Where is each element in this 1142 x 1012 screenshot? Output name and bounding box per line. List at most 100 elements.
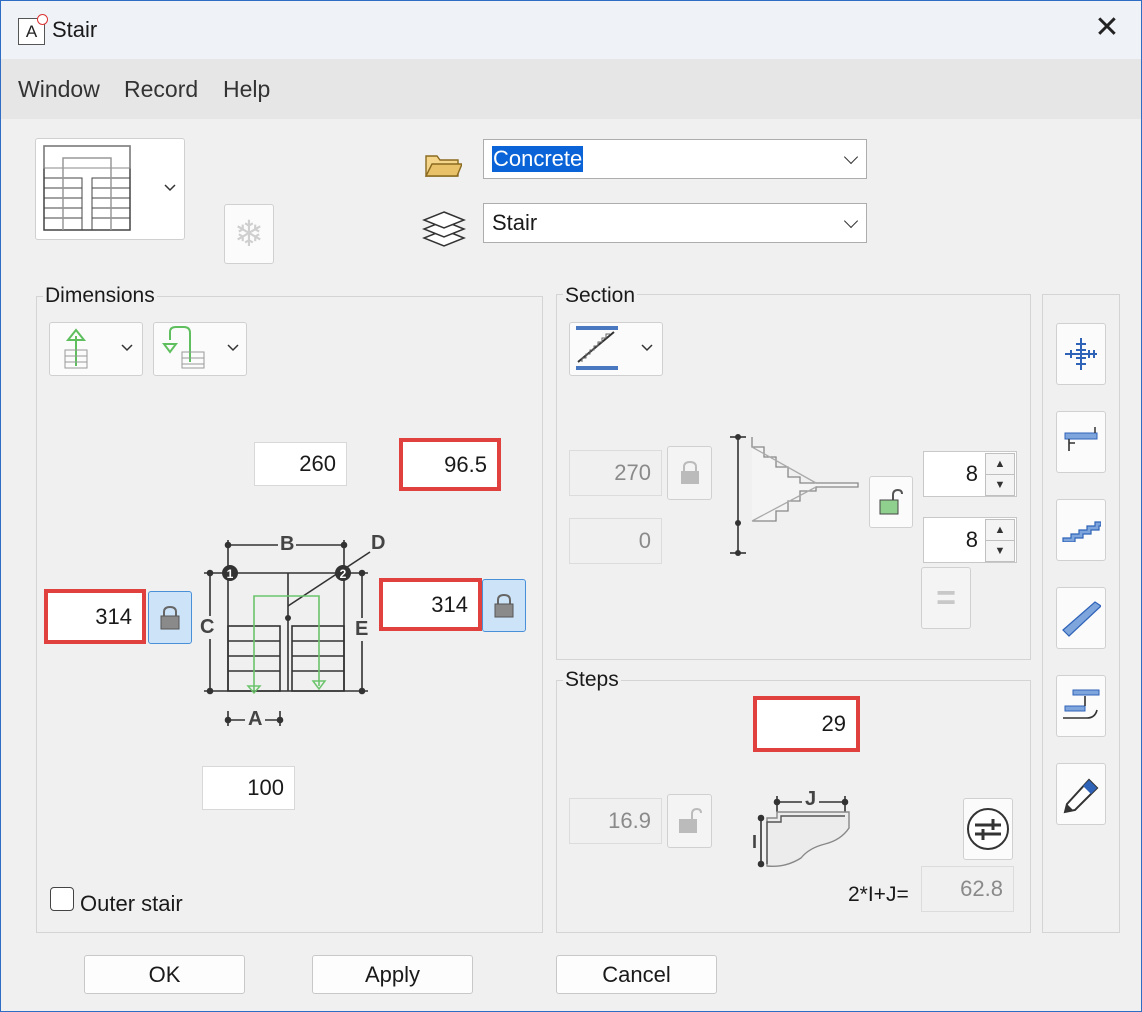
step-settings-button[interactable] (963, 798, 1013, 860)
turn-direction-dropdown[interactable] (153, 322, 247, 376)
dimensions-group (36, 296, 543, 933)
tool-landing-button[interactable] (1056, 411, 1106, 473)
steps-down-spinner[interactable]: 8 ▲ ▼ (923, 517, 1017, 563)
chevron-down-icon (843, 149, 859, 165)
steps-up-increment[interactable]: ▲ (985, 453, 1015, 475)
unlock-steps-button[interactable] (869, 476, 913, 528)
steps-down-value: 8 (965, 527, 978, 552)
lock-e-button[interactable] (482, 579, 526, 632)
close-icon[interactable]: ✕ (1094, 11, 1120, 44)
section-title: Section (563, 284, 638, 308)
section-group (556, 294, 1031, 660)
label-d: D (371, 532, 386, 554)
folder-icon (424, 148, 464, 185)
section-height-input[interactable]: 270 (569, 450, 662, 496)
layer-combo[interactable]: Stair (483, 203, 867, 243)
ramp-icon (1062, 601, 1101, 637)
outer-stair-checkbox[interactable] (50, 887, 74, 911)
riser-height-input[interactable]: 16.9 (569, 798, 662, 844)
steps-down-decrement[interactable]: ▼ (985, 540, 1015, 562)
steps-title: Steps (563, 668, 621, 692)
tool-stringer-button[interactable] (1056, 675, 1106, 737)
menu-help[interactable]: Help (223, 76, 271, 102)
lock-icon (494, 593, 514, 617)
tool-column (1042, 294, 1120, 933)
tool-grid-button[interactable] (1056, 323, 1106, 385)
app-icon: A (18, 14, 48, 45)
dimension-b-input[interactable]: 260 (254, 442, 347, 486)
dimension-e-input[interactable]: 314 (379, 578, 482, 631)
dimension-b-value: 260 (299, 451, 336, 476)
stair-up-arrow-icon (64, 328, 133, 369)
section-offset-input[interactable]: 0 (569, 518, 662, 564)
dimension-c-input[interactable]: 314 (44, 589, 146, 644)
dimension-e-value: 314 (431, 591, 468, 617)
label-e: E (355, 618, 369, 641)
steps-group (556, 680, 1031, 933)
pencil-icon (1063, 778, 1099, 814)
chevron-down-icon (843, 213, 859, 229)
title-bar (1, 1, 1141, 59)
crosshair-axis-icon (1065, 338, 1097, 370)
unlock-icon (879, 488, 903, 515)
dimension-c-value: 314 (95, 603, 132, 629)
window-title: Stair (52, 17, 98, 42)
section-height-value: 270 (614, 460, 651, 485)
landing-icon (1064, 427, 1098, 451)
steps-up-spinner[interactable]: 8 ▲ ▼ (923, 451, 1017, 497)
dimension-d-value: 96.5 (444, 451, 487, 477)
lock-height-button[interactable] (667, 446, 712, 500)
layers-icon (421, 206, 467, 255)
dimensions-title: Dimensions (43, 284, 157, 308)
label-j: J (802, 788, 820, 811)
dimension-a-input[interactable]: 100 (202, 766, 295, 810)
riser-height-value: 16.9 (608, 808, 651, 833)
u-stair-icon (43, 145, 176, 231)
step-profile-diagram (757, 796, 850, 868)
stairs-icon (1062, 521, 1101, 542)
start-direction-dropdown[interactable] (49, 322, 143, 376)
section-diagram (730, 434, 859, 556)
apply-button[interactable]: Apply (312, 955, 473, 994)
steps-up-value: 8 (965, 461, 978, 486)
label-c: C (200, 616, 215, 639)
outer-stair-label: Outer stair (80, 891, 183, 916)
label-a: A (245, 708, 266, 731)
lock-riser-button[interactable] (667, 794, 712, 848)
sliders-icon (967, 808, 1009, 850)
steps-count-value: 29 (821, 711, 846, 736)
material-combo[interactable]: Concrete (483, 139, 867, 179)
section-type-dropdown[interactable] (569, 322, 663, 376)
cancel-button[interactable]: Cancel (556, 955, 717, 994)
stair-type-dropdown[interactable] (35, 138, 185, 240)
label-i: I (752, 832, 758, 852)
menu-bar (1, 59, 1141, 119)
section-profile-icon (576, 326, 653, 370)
section-offset-value: 0 (638, 528, 651, 553)
stair-node-1-label: 1 (227, 567, 234, 581)
tool-edit-button[interactable] (1056, 763, 1106, 825)
dimension-d-input[interactable]: 96.5 (399, 438, 501, 491)
steps-up-decrement[interactable]: ▼ (985, 474, 1015, 496)
steps-down-increment[interactable]: ▲ (985, 519, 1015, 541)
dimension-a-value: 100 (247, 775, 284, 800)
snowflake-icon: ❄ (233, 213, 265, 254)
label-b: B (278, 533, 297, 556)
freeze-button[interactable]: ❄ (224, 204, 274, 264)
ok-button[interactable]: OK (84, 955, 245, 994)
formula-value: 62.8 (960, 876, 1003, 901)
lock-c-button[interactable] (148, 591, 192, 644)
menu-record[interactable]: Record (124, 76, 199, 102)
menu-window[interactable]: Window (18, 76, 100, 102)
layer-value: Stair (492, 210, 538, 235)
stair-node-2-label: 2 (340, 567, 347, 581)
stair-turn-arrow-icon (162, 326, 239, 369)
formula-value-field: 62.8 (921, 866, 1014, 912)
tool-ramp-button[interactable] (1056, 587, 1106, 649)
tool-steps-button[interactable] (1056, 499, 1106, 561)
steps-count-input[interactable]: 29 (753, 696, 860, 752)
material-value: Concrete (492, 146, 584, 172)
lock-icon (160, 605, 180, 629)
equalize-button[interactable]: = (921, 567, 971, 629)
equal-icon: = (936, 578, 956, 617)
